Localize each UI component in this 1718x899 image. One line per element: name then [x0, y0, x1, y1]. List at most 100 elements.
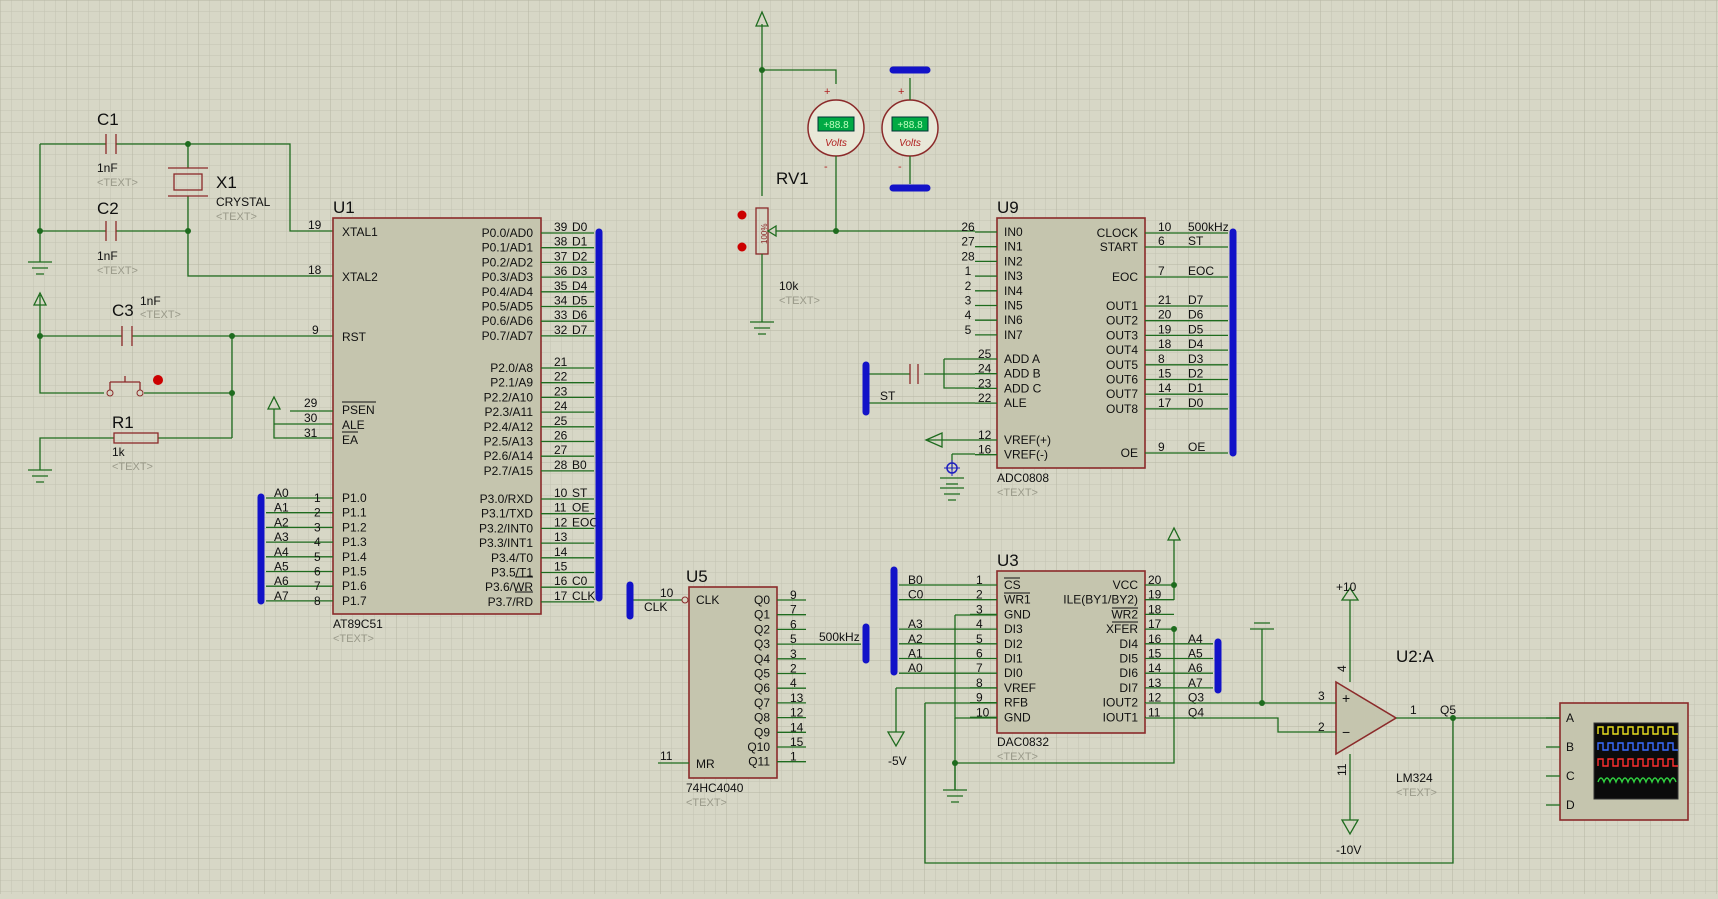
pin-number: 26 — [961, 220, 975, 234]
pin-number: 13 — [790, 691, 804, 705]
u5-out-label: Q5 — [754, 667, 770, 681]
pin-number: 7 — [314, 579, 321, 593]
reset-button-symbol[interactable] — [109, 376, 141, 390]
c2-symbol[interactable] — [105, 221, 117, 241]
junction — [229, 333, 235, 339]
c2-ref: C2 — [97, 199, 119, 218]
u3-left-label: GND — [1004, 710, 1031, 724]
u9-body[interactable] — [996, 217, 1146, 469]
pin-number: 5 — [965, 323, 972, 337]
c3-symbol[interactable] — [121, 326, 133, 346]
u5-out-label: Q7 — [754, 696, 770, 710]
u1-pin-label: P3.3/INT1 — [479, 536, 533, 550]
power-arrow — [1166, 526, 1182, 541]
u1-pin-label: P0.0/AD0 — [482, 226, 534, 240]
u1-pin-label: P2.6/A14 — [484, 449, 534, 463]
u3-right-label: IOUT1 — [1103, 710, 1139, 724]
x1-symbol[interactable] — [173, 173, 203, 191]
c1-symbol[interactable] — [105, 134, 117, 154]
scope-channel-b: B — [1566, 740, 1574, 754]
net-label: C0 — [908, 588, 924, 602]
u1-body[interactable] — [332, 217, 542, 615]
u9-adc0808[interactable]: U9 ADC0808 <TEXT> IN026IN127IN228IN31IN4… — [862, 198, 1229, 501]
rv1-voltmeter-section[interactable]: 100% RV1 10k <TEXT> +88.8 Volts + - +88.… — [737, 10, 976, 335]
net-label: Q4 — [1188, 705, 1204, 719]
pin-number: 4 — [965, 308, 972, 322]
r1-symbol[interactable] — [113, 432, 159, 444]
net-label: A2 — [274, 515, 289, 529]
rv1-decrement-icon[interactable] — [737, 242, 747, 252]
u3-right-label: DI4 — [1119, 637, 1138, 651]
pin-number: 14 — [790, 720, 804, 734]
u1-pin-label: P3.7/RD — [488, 595, 534, 609]
pin-number: 15 — [790, 735, 804, 749]
u1-p1-label: P1.5 — [342, 565, 367, 579]
pin-number: 21 — [554, 355, 568, 369]
pin-number: 2 — [976, 588, 983, 602]
button-actuator-icon[interactable] — [153, 375, 163, 385]
u9-out-label: OUT8 — [1106, 402, 1138, 416]
u9-out-label: OUT7 — [1106, 387, 1138, 401]
pin-number: 6 — [314, 565, 321, 579]
u9-out-label: START — [1100, 240, 1139, 254]
pin-number: 6 — [1158, 234, 1165, 248]
c1-text: <TEXT> — [97, 177, 138, 189]
u5-out-label: Q9 — [754, 725, 770, 739]
pin-number: 19 — [1158, 322, 1172, 336]
opamp-symbol[interactable] — [1335, 680, 1398, 756]
u1-pin-label: P0.3/AD3 — [482, 270, 534, 284]
u5-body[interactable] — [688, 586, 778, 779]
clk-net: CLK — [644, 600, 667, 614]
u3-left-label: CS — [1004, 578, 1021, 592]
u5-out-label: Q10 — [747, 740, 770, 754]
u9-out-label: OUT4 — [1106, 343, 1138, 357]
u3-body[interactable] — [996, 570, 1146, 734]
clk-inversion — [681, 596, 689, 604]
pin-number: 13 — [554, 530, 568, 544]
u9-vref-label: VREF(-) — [1004, 448, 1048, 462]
pos-supply-arrow — [1340, 586, 1360, 601]
u3-dac0832[interactable]: U3 DAC0832 <TEXT> CS1B0WR12C0GND3DI34A3D… — [886, 526, 1454, 864]
u1-pin-label: P0.1/AD1 — [482, 241, 534, 255]
u9-out-label: CLOCK — [1097, 226, 1138, 240]
pin-number: 20 — [1158, 308, 1172, 322]
scope-trace — [1597, 742, 1678, 751]
neg5-label: -5V — [888, 754, 907, 768]
u1-ale: ALE — [342, 418, 365, 432]
u1-pin-label: P3.2/INT0 — [479, 521, 533, 535]
net-label: D6 — [572, 308, 588, 322]
rv1-ref: RV1 — [776, 169, 809, 188]
pin-number: 1 — [1410, 703, 1417, 717]
u5-clk: CLK — [696, 593, 719, 607]
pin-number: 7 — [976, 661, 983, 675]
oscillator-reset-section[interactable]: C1 1nF <TEXT> C2 1nF <TEXT> X1 CRYSTAL <… — [28, 110, 333, 483]
net-label: D3 — [1188, 352, 1204, 366]
u3-left-label: DI3 — [1004, 622, 1023, 636]
net-label: A3 — [908, 617, 923, 631]
net-label: D2 — [572, 249, 588, 263]
u5-out-label: Q4 — [754, 652, 770, 666]
u2a-lm324[interactable]: + − U2:A LM324 <TEXT> 3 2 1 Q5 +10 -10V … — [1146, 580, 1560, 857]
pin-number: 11 — [554, 501, 567, 515]
pin-number: 17 — [1158, 396, 1172, 410]
pin-number: 28 — [554, 458, 568, 472]
rv1-increment-icon[interactable] — [737, 210, 747, 220]
u9-addr-label: ADD A — [1004, 352, 1040, 366]
net-label: ST — [1188, 234, 1204, 248]
voltmeter-2-display — [891, 116, 929, 132]
neg-supply-arrow — [886, 731, 906, 748]
pin-number: 18 — [1148, 602, 1162, 616]
voltmeter-1-value: +88.8 — [823, 120, 849, 131]
u9-ref: U9 — [997, 198, 1019, 217]
iout1-wire — [1146, 717, 1336, 733]
rv1-text: <TEXT> — [779, 295, 820, 307]
u1-at89c51[interactable]: U1 AT89C51 <TEXT> XTAL1 XTAL2 RST PSEN A… — [266, 198, 598, 645]
pin-number: 1 — [965, 264, 972, 278]
net-label: A7 — [274, 589, 289, 603]
u9-addr-label: ADD B — [1004, 367, 1041, 381]
